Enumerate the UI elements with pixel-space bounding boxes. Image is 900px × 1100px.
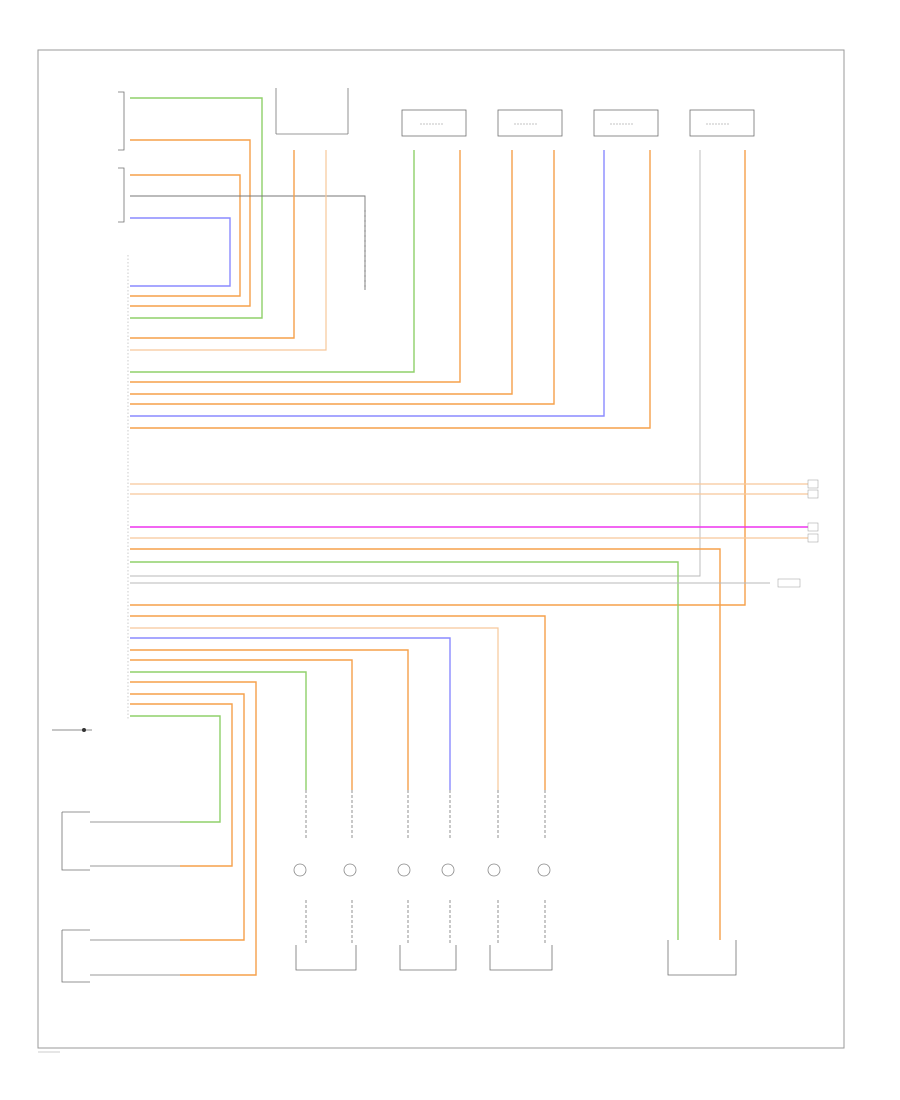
diagram-frame [37, 49, 845, 1049]
right-terminals [777, 479, 819, 588]
bottom-right-sensor [667, 940, 737, 976]
wire-orange-13 [130, 659, 353, 790]
wire-orange-11 [130, 627, 499, 790]
wire-orange-7 [130, 150, 651, 429]
wire-orange-3 [130, 150, 295, 339]
squib-group-1 [293, 790, 357, 971]
top-component-2 [401, 109, 467, 137]
wire-orange-5 [130, 150, 513, 395]
wire-green-4 [130, 671, 307, 790]
left-connector-top [118, 91, 125, 223]
wire-orange-15 [130, 693, 245, 941]
squib-group-3 [487, 790, 553, 971]
wire-orange-4 [130, 150, 461, 383]
seat-sensor-1 [61, 811, 180, 871]
wire-orange-8 [130, 150, 746, 606]
squib-group-2 [397, 790, 457, 971]
wire-orange-16 [130, 703, 233, 867]
wire-lo-1 [130, 150, 327, 351]
wire-green-5 [130, 715, 221, 823]
wire-orange-14 [130, 681, 257, 976]
wire-gray-1 [130, 150, 701, 577]
wire-green-1 [130, 97, 263, 319]
wire-blue-3 [130, 637, 451, 790]
top-component-3 [497, 109, 563, 137]
wire-green-2 [130, 150, 415, 373]
wire-blue-1 [130, 217, 231, 287]
wire-dark-1 [130, 195, 366, 290]
wire-green-3 [130, 561, 679, 940]
top-component-5 [689, 109, 755, 137]
wire-orange-9 [130, 548, 721, 940]
ground-node [52, 728, 92, 732]
top-component-1 [275, 88, 349, 135]
top-component-4 [593, 109, 659, 137]
wire-orange-10 [130, 615, 546, 790]
wire-orange-12 [130, 649, 409, 790]
wire-blue-2 [130, 150, 605, 417]
wire-orange-2 [130, 174, 241, 297]
wire-orange-6 [130, 150, 555, 405]
seat-sensor-2 [61, 929, 180, 983]
wire-orange-1 [130, 139, 251, 307]
